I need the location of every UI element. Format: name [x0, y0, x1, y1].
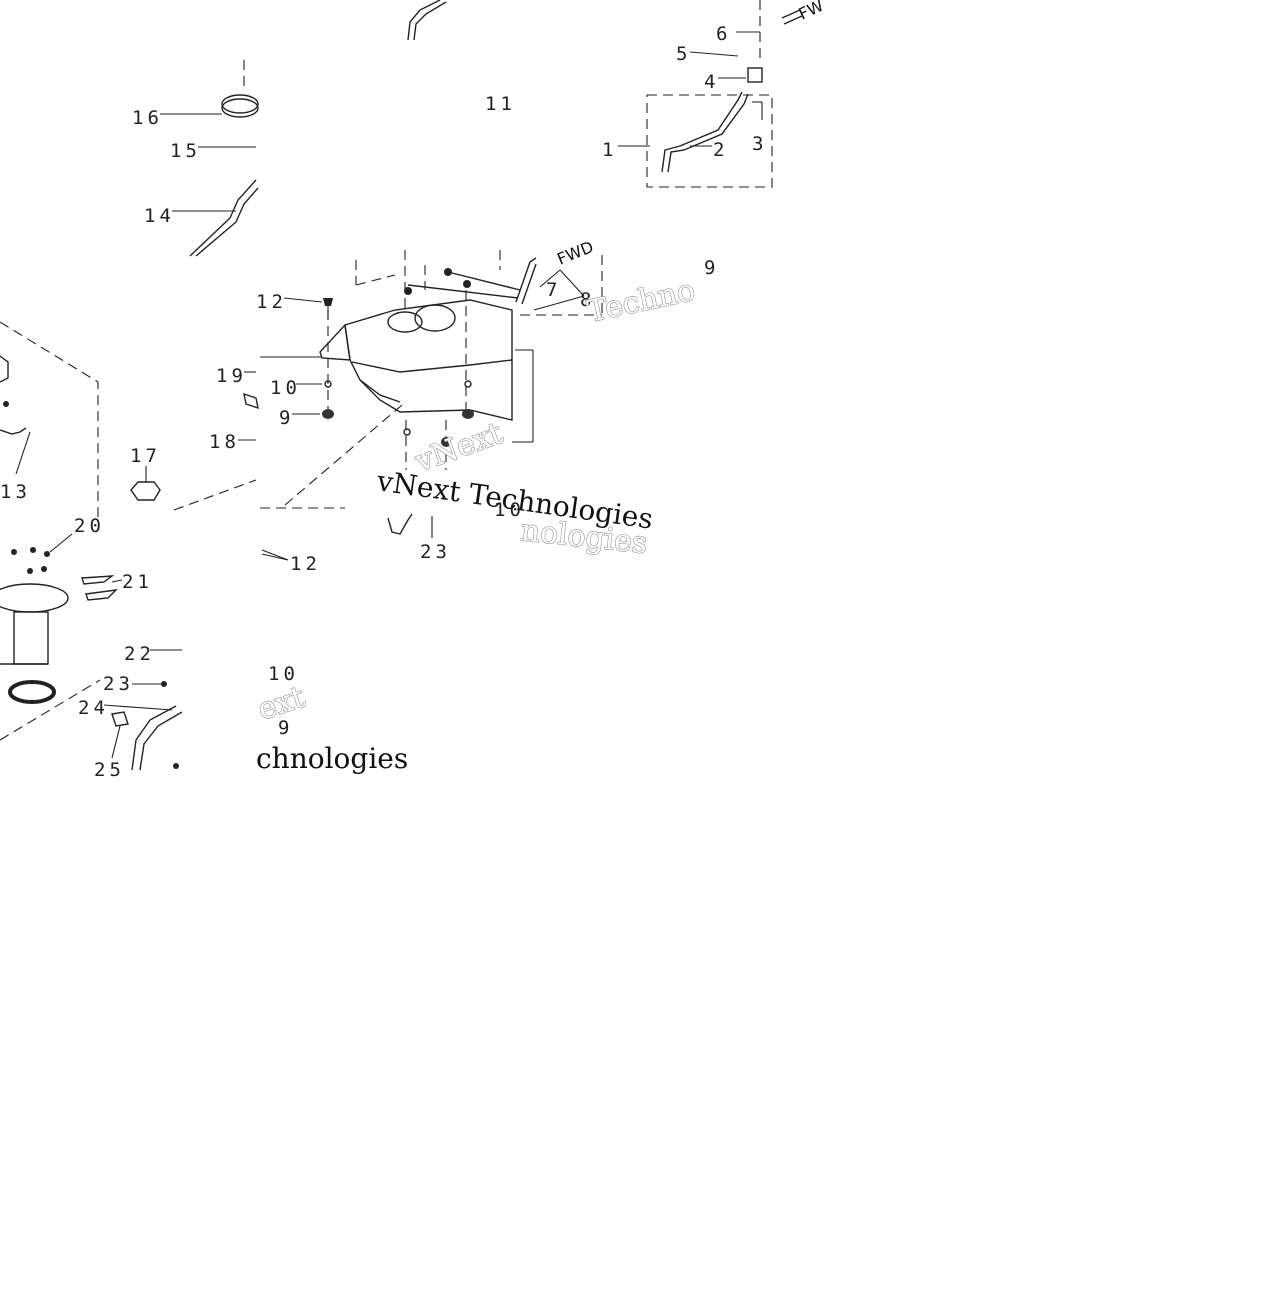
lock-ring [221, 94, 259, 114]
callout-20: 20 [74, 515, 105, 537]
callout-10-bottom: 10 [268, 663, 299, 685]
hose-clamp [747, 67, 763, 83]
pump-gasket [8, 680, 56, 704]
callout-9-top: 9 [704, 257, 719, 279]
callout-2: 2 [713, 139, 728, 161]
callout-25: 25 [94, 759, 125, 781]
pump-ring-group [160, 60, 259, 257]
hose-fitting-23 [387, 513, 413, 535]
callout-numbers: 1 2 3 4 5 6 7 8 9 9 9 10 10 10 11 12 12 … [0, 23, 767, 781]
arrow-21b [85, 589, 118, 601]
callout-23-pump: 23 [103, 673, 134, 695]
connector-24 [111, 711, 129, 727]
callout-8: 8 [580, 289, 595, 311]
fuel-pump-group [0, 321, 257, 771]
fw-arrow [781, 9, 803, 25]
callout-3: 3 [752, 133, 767, 155]
fuel-line-24 [131, 705, 183, 771]
washer-10 [324, 380, 332, 388]
pump-opening [387, 311, 423, 333]
callout-11: 11 [485, 93, 516, 115]
bracket-18 [243, 392, 259, 410]
tank-mount-tab-left [319, 323, 351, 361]
callout-18: 18 [209, 431, 240, 453]
callout-17: 17 [130, 445, 161, 467]
breather-hose-top [407, 0, 447, 41]
callout-4: 4 [704, 71, 719, 93]
fuel-cap-17 [130, 481, 161, 501]
callout-12-lower: 12 [290, 553, 321, 575]
callout-10-right: 10 [494, 499, 525, 521]
callout-5: 5 [676, 43, 691, 65]
filler-hose-group: FW [618, 0, 827, 188]
callout-13: 13 [0, 481, 31, 503]
arrow-21a [81, 575, 115, 585]
grommet-9 [322, 409, 334, 419]
filler-hose-edge [667, 93, 749, 173]
callout-10-tank: 10 [270, 377, 301, 399]
callout-1: 1 [602, 139, 617, 161]
callout-24: 24 [78, 697, 109, 719]
callout-21: 21 [122, 571, 153, 593]
bolt-12 [323, 298, 333, 320]
pump-cap-left [0, 355, 9, 383]
filler-neck-opening [414, 304, 456, 332]
bolt-tank-c [463, 280, 471, 288]
callout-19: 19 [216, 365, 247, 387]
callout-22: 22 [124, 643, 155, 665]
bolt-tank-a [404, 287, 412, 295]
fuel-line-14 [189, 179, 257, 257]
callout-7: 7 [546, 279, 561, 301]
callout-23-tank: 23 [420, 541, 451, 563]
callout-14: 14 [144, 205, 175, 227]
callout-9-bottom: 9 [278, 717, 293, 739]
filler-hose [661, 91, 743, 173]
callout-9-tank: 9 [279, 407, 294, 429]
callout-15: 15 [170, 140, 201, 162]
callout-16: 16 [132, 107, 163, 129]
callout-6: 6 [716, 23, 731, 45]
callout-12-tank: 12 [256, 291, 287, 313]
watermark-chnologies: chnologies [256, 742, 408, 775]
